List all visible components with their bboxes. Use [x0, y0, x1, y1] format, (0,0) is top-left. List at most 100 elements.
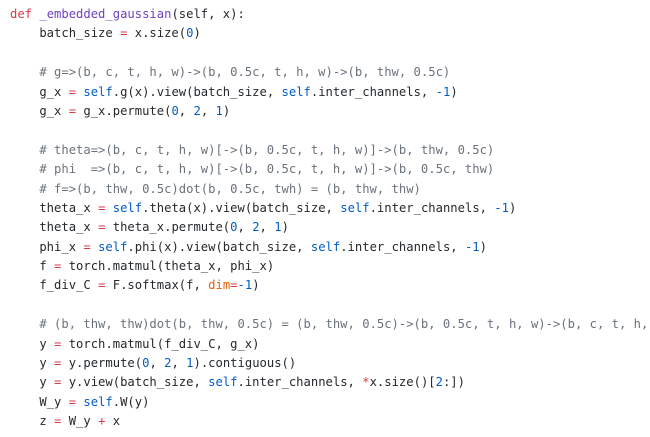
- code-token-plain: .inter_channels,: [340, 239, 465, 254]
- code-line: # f=>(b, thw, 0.5c)dot(b, 0.5c, twh) = (…: [10, 180, 650, 199]
- code-token-plain: [105, 201, 112, 215]
- code-token-op: =: [83, 239, 91, 254]
- code-token-self: self: [98, 239, 128, 254]
- code-token-op: =: [68, 394, 77, 409]
- code-line: [10, 296, 650, 315]
- code-token-plain: .W(y): [112, 394, 150, 409]
- code-token-plain: ): [450, 84, 458, 99]
- code-token-plain: ): [193, 26, 201, 41]
- code-token-op: =: [54, 259, 62, 274]
- code-token-num: 2: [164, 356, 172, 371]
- code-token-plain: ): [222, 103, 231, 118]
- code-line: y = y.view(batch_size, self.inter_channe…: [10, 373, 650, 392]
- code-token-op: =: [68, 84, 77, 99]
- code-token-op: =: [54, 375, 62, 390]
- code-token-plain: g_x.permute(: [76, 103, 172, 118]
- code-token-op: =: [120, 26, 128, 41]
- code-token-cm: # phi =>(b, c, t, h, w)[->(b, 0.5c, t, h…: [10, 162, 495, 177]
- code-token-plain: ): [509, 200, 517, 215]
- code-token-plain: phi_x: [10, 239, 84, 254]
- code-line: # g=>(b, c, t, h, w)->(b, 0.5c, t, h, w)…: [10, 63, 650, 82]
- code-line: f_div_C = F.softmax(f, dim=-1): [10, 276, 650, 295]
- code-line: y = torch.matmul(f_div_C, g_x): [10, 335, 650, 354]
- code-line: z = W_y + x: [10, 412, 650, 431]
- code-token-self: self: [208, 375, 238, 390]
- code-token-plain: F.softmax(f,: [105, 278, 209, 293]
- code-token-param: dim: [208, 278, 231, 293]
- code-token-plain: torch.matmul(f_div_C, g_x): [61, 336, 260, 351]
- code-token-num: 0: [230, 220, 238, 235]
- code-line: W_y = self.W(y): [10, 393, 650, 412]
- code-token-num: 0: [142, 356, 150, 371]
- code-token-plain: :]): [442, 375, 465, 390]
- code-token-num: -1: [494, 200, 510, 215]
- code-token-num: 0: [186, 26, 194, 41]
- code-token-op: =: [98, 220, 106, 235]
- code-token-plain: g_x: [10, 84, 69, 99]
- code-token-plain: .inter_channels,: [369, 200, 495, 215]
- code-line: # theta=>(b, c, t, h, w)[->(b, 0.5c, t, …: [10, 141, 650, 160]
- code-token-plain: ,: [178, 103, 194, 118]
- code-token-plain: f: [10, 259, 55, 274]
- code-token-plain: .theta(x).view(batch_size,: [142, 200, 341, 215]
- code-token-num: 2: [435, 375, 443, 390]
- code-token-num: 0: [171, 103, 179, 118]
- code-token-op: =: [68, 103, 77, 118]
- code-token-plain: theta_x: [10, 200, 99, 215]
- code-token-self: self: [83, 84, 113, 99]
- code-token-self: self: [112, 200, 143, 215]
- code-token-plain: [91, 240, 98, 254]
- code-token-plain: ,: [149, 356, 165, 371]
- code-token-plain: ,: [237, 220, 253, 235]
- code-line: g_x = self.g(x).view(batch_size, self.in…: [10, 83, 650, 102]
- code-token-op: =: [230, 278, 238, 293]
- code-token-cm: # (b, thw, thw)dot(b, thw, 0.5c) = (b, t…: [10, 317, 650, 332]
- code-token-plain: ): [281, 220, 289, 235]
- code-token-plain: theta_x.permute(: [105, 220, 231, 235]
- code-token-plain: ).contiguous(): [193, 356, 297, 371]
- code-token-plain: y.permute(: [61, 356, 143, 371]
- code-line: # phi =>(b, c, t, h, w)[->(b, 0.5c, t, h…: [10, 160, 650, 179]
- code-token-op: =: [98, 200, 106, 215]
- code-token-plain: .inter_channels,: [310, 84, 436, 99]
- code-line: batch_size = x.size(0): [10, 24, 650, 43]
- code-token-plain: .inter_channels,: [237, 375, 363, 390]
- code-token-num: -1: [237, 278, 253, 293]
- code-token-kw: def: [10, 7, 33, 21]
- code-token-plain: W_y: [10, 394, 69, 409]
- code-token-plain: torch.matmul(theta_x, phi_x): [61, 259, 275, 274]
- code-token-op: +: [98, 414, 106, 429]
- code-token-plain: x.size()[: [369, 375, 436, 390]
- code-token-op: =: [54, 356, 62, 371]
- code-token-self: self: [340, 200, 370, 215]
- code-token-self: self: [281, 84, 311, 99]
- code-token-plain: y: [10, 375, 55, 390]
- code-token-plain: .g(x).view(batch_size,: [112, 84, 282, 99]
- code-token-cm: # f=>(b, thw, 0.5c)dot(b, 0.5c, twh) = (…: [10, 181, 421, 196]
- code-token-plain: W_y: [61, 414, 99, 429]
- code-token-plain: ): [252, 278, 260, 293]
- code-token-plain: f_div_C: [10, 278, 99, 293]
- code-line: theta_x = self.theta(x).view(batch_size,…: [10, 199, 650, 218]
- code-line: def _embedded_gaussian(self, x):: [10, 5, 650, 24]
- code-line: theta_x = theta_x.permute(0, 2, 1): [10, 218, 650, 237]
- code-line: y = y.permute(0, 2, 1).contiguous(): [10, 354, 650, 373]
- code-token-plain: batch_size: [10, 26, 121, 41]
- code-line: f = torch.matmul(theta_x, phi_x): [10, 257, 650, 276]
- code-line: [10, 121, 650, 140]
- code-token-op: =: [54, 336, 62, 351]
- code-token-fn: _embedded_gaussian: [39, 7, 172, 21]
- code-token-num: -1: [464, 239, 480, 254]
- code-token-plain: .phi(x).view(batch_size,: [127, 239, 311, 254]
- code-token-plain: (self, x):: [171, 7, 245, 21]
- code-token-plain: x: [105, 414, 121, 429]
- code-token-plain: ,: [200, 103, 216, 118]
- code-token-num: 1: [274, 220, 282, 235]
- code-token-self: self: [310, 239, 341, 254]
- code-token-plain: z: [10, 414, 55, 429]
- code-token-plain: x.size(: [127, 26, 187, 41]
- code-token-plain: theta_x: [10, 220, 99, 235]
- code-token-op: *: [362, 375, 370, 390]
- code-token-op: =: [54, 414, 62, 429]
